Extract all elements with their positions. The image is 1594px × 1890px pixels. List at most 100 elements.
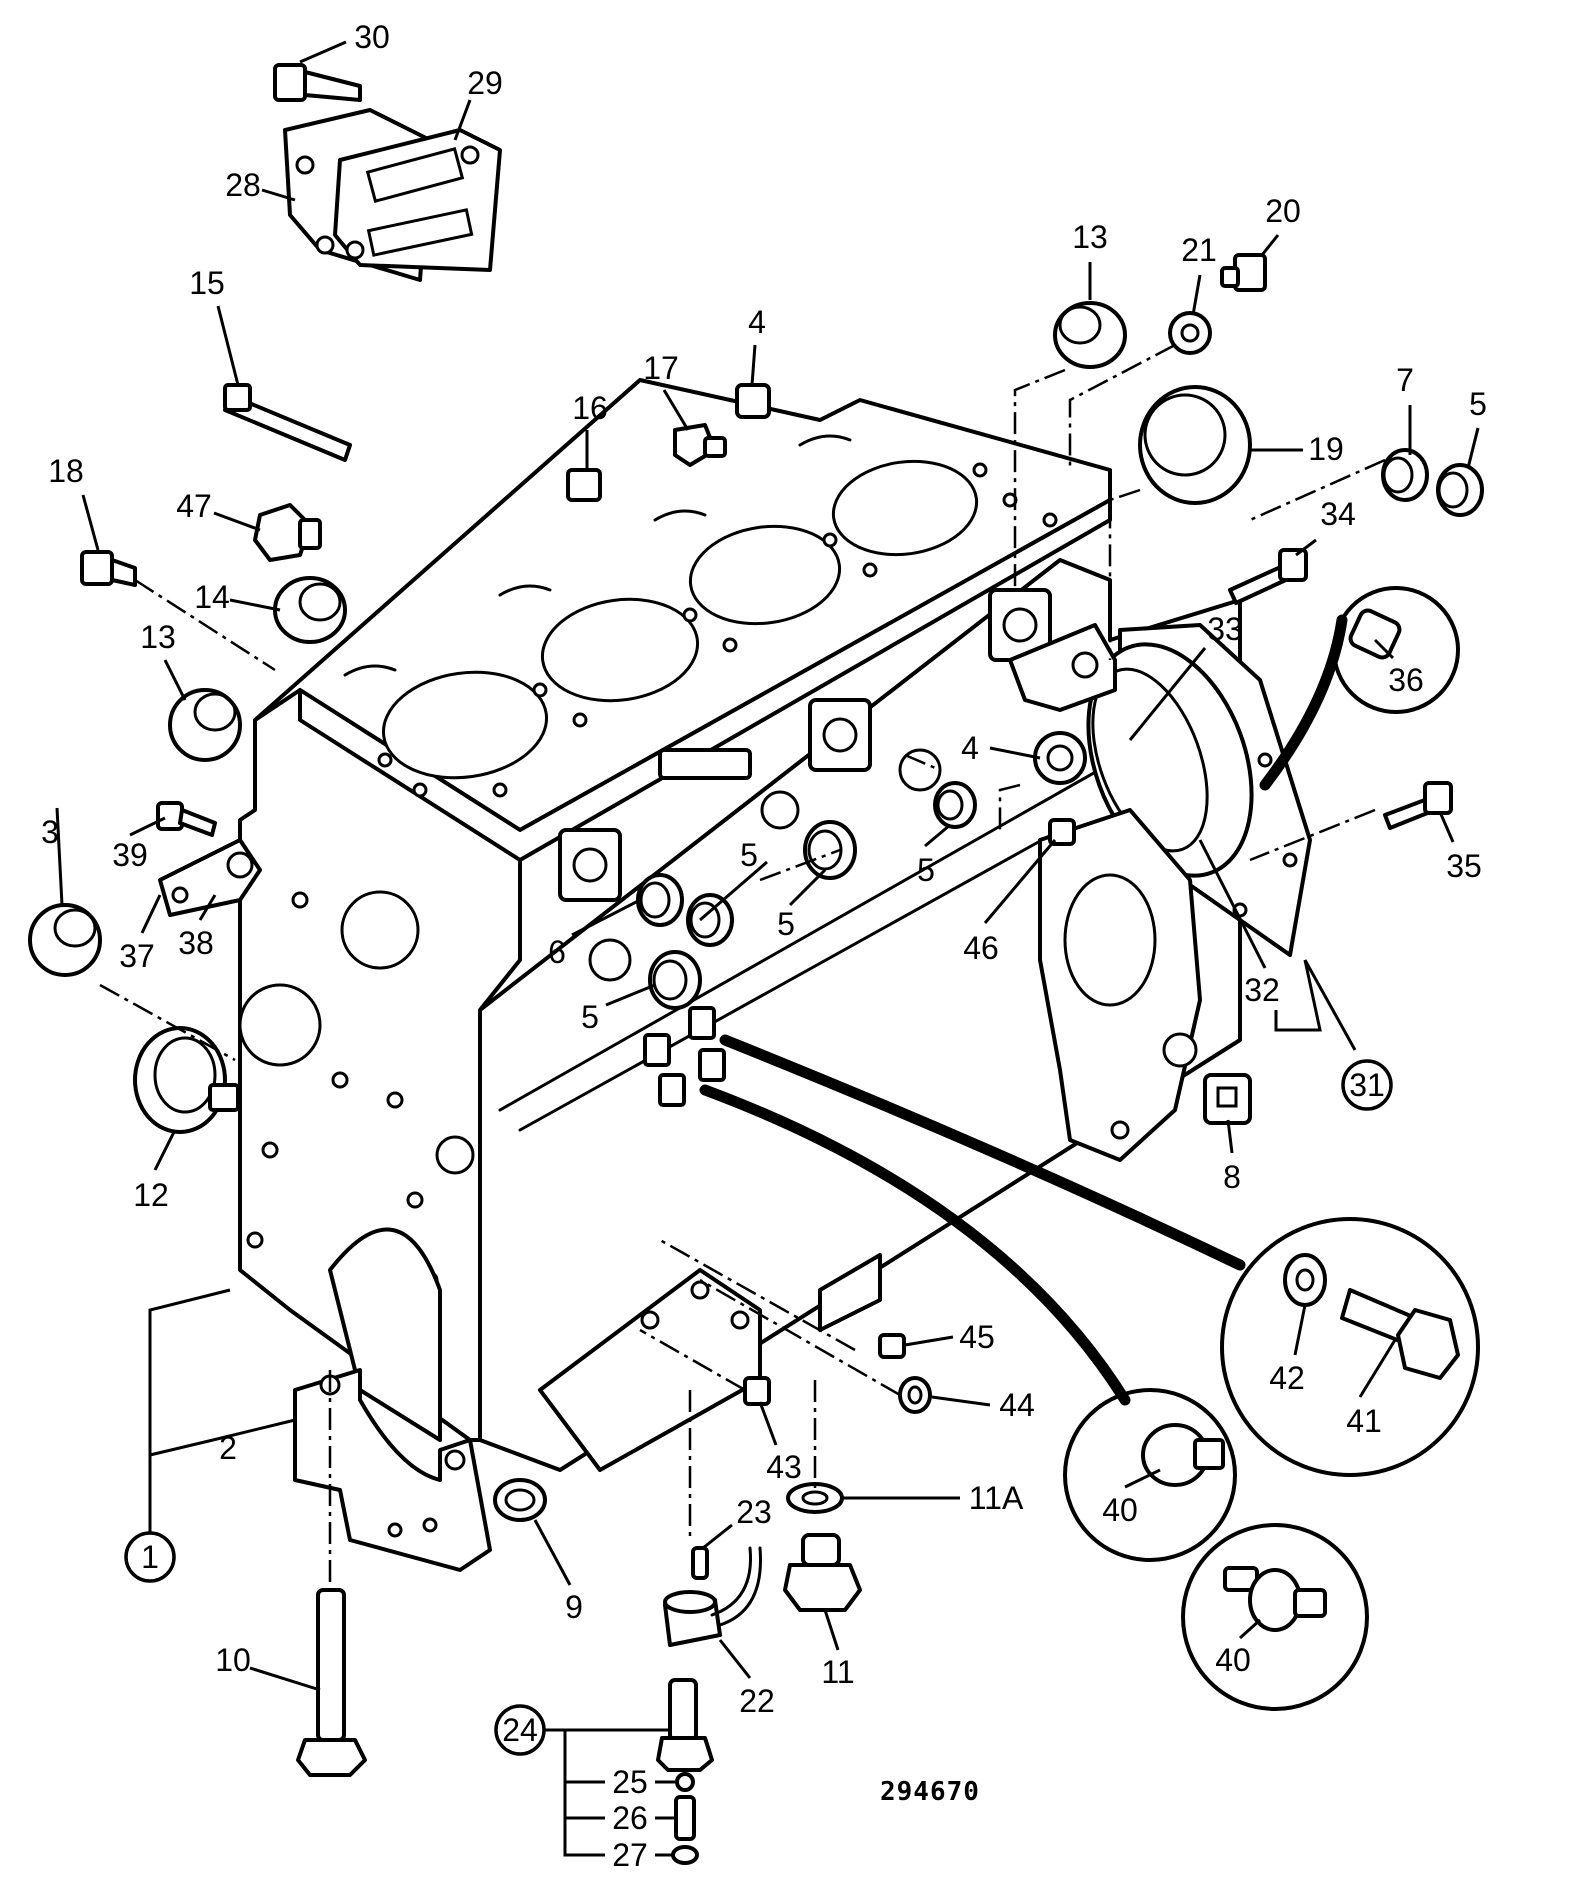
callout-c42: 42 (1269, 1360, 1305, 1396)
callout-number: 41 (1346, 1403, 1382, 1439)
callout-c35: 35 (1446, 848, 1482, 884)
callout-c28: 28 (225, 167, 261, 203)
detail-41-42 (1220, 1217, 1480, 1477)
callout-number: 30 (354, 19, 390, 55)
callout-number: 4 (748, 304, 766, 340)
callout-c5b: 5 (740, 837, 758, 873)
callout-c14: 14 (194, 579, 230, 615)
bolt-30 (273, 63, 362, 102)
callout-c32: 32 (1244, 972, 1280, 1008)
callout-c19: 19 (1308, 431, 1344, 467)
bolt-18 (80, 550, 137, 587)
callout-circle (494, 1704, 546, 1756)
dowels (643, 1006, 726, 1107)
callout-c46: 46 (963, 930, 999, 966)
callout-c34: 34 (1320, 496, 1356, 532)
callout-c45: 45 (959, 1319, 995, 1355)
callout-c13b: 13 (140, 619, 176, 655)
callout-number: 15 (189, 265, 225, 301)
callout-number: 28 (225, 167, 261, 203)
callout-number: 11A (969, 1480, 1024, 1516)
callout-number: 7 (1396, 362, 1414, 398)
callout-c41: 41 (1346, 1403, 1382, 1439)
leader-lines (55, 40, 1480, 1857)
callout-circle (124, 1531, 176, 1583)
callout-c5a: 5 (1469, 386, 1487, 422)
callout-number: 43 (766, 1449, 802, 1485)
callout-c5d: 5 (917, 852, 935, 888)
callout-c33: 33 (1207, 611, 1243, 647)
callout-c18: 18 (48, 453, 84, 489)
callout-number: 47 (176, 488, 212, 524)
callout-number: 8 (1223, 1159, 1241, 1195)
callout-number: 32 (1244, 972, 1280, 1008)
callout-number: 27 (612, 1837, 648, 1873)
callout-c40a: 40 (1102, 1492, 1138, 1528)
plug-4-top (735, 383, 771, 419)
callout-number: 46 (963, 930, 999, 966)
callout-c11: 11 (821, 1654, 854, 1690)
callout-c36: 36 (1388, 662, 1424, 698)
callout-c43: 43 (766, 1449, 802, 1485)
callout-number: 5 (777, 906, 795, 942)
callout-number: 17 (643, 350, 679, 386)
callout-number: 5 (740, 837, 758, 873)
callout-number: 40 (1215, 1642, 1251, 1678)
callout-number: 16 (572, 390, 608, 426)
callout-c3: 3 (41, 814, 59, 850)
bolt-34 (1228, 548, 1308, 605)
callout-number: 33 (1207, 611, 1243, 647)
callout-number: 10 (215, 1642, 251, 1678)
washer-11a (786, 1482, 844, 1514)
callout-number: 4 (961, 730, 979, 766)
callout-c5e: 5 (581, 999, 599, 1035)
gasket-plate-37-38 (158, 838, 262, 917)
callout-c24: 24 (494, 1704, 546, 1756)
callout-c4b: 4 (961, 730, 979, 766)
plug-17 (673, 423, 727, 467)
callout-c6: 6 (548, 934, 566, 970)
bolt-39 (156, 801, 217, 837)
callout-c15: 15 (189, 265, 225, 301)
core-plug-13-left (168, 688, 242, 762)
core-plug-13-right (1053, 301, 1127, 369)
plug-16 (566, 468, 602, 502)
callout-number: 11 (821, 1654, 854, 1690)
stud-15 (223, 383, 352, 462)
callout-c7: 7 (1396, 362, 1414, 398)
plug-4-right (1033, 731, 1087, 785)
callout-number: 18 (48, 453, 84, 489)
bolt-10 (296, 1588, 367, 1777)
deck-holes (377, 462, 1058, 798)
callout-c17: 17 (643, 350, 679, 386)
callout-c8: 8 (1223, 1159, 1241, 1195)
plug-45 (878, 1333, 906, 1359)
callout-c13a: 13 (1072, 219, 1108, 255)
callout-number: 24 (502, 1712, 538, 1748)
callout-c9: 9 (565, 1589, 583, 1625)
callout-number: 20 (1265, 193, 1301, 229)
callout-number: 25 (612, 1764, 648, 1800)
pin-23 (691, 1546, 709, 1580)
callout-c25: 25 (612, 1764, 648, 1800)
plug-20 (1220, 253, 1267, 292)
callout-c30: 30 (354, 19, 390, 55)
callout-number: 44 (999, 1387, 1035, 1423)
callout-c11a: 11A (969, 1480, 1024, 1516)
flywheel-housing (1038, 808, 1202, 1162)
callout-number: 36 (1388, 662, 1424, 698)
washer-21 (1168, 311, 1212, 355)
plug-46 (1048, 818, 1076, 846)
callout-c39: 39 (112, 837, 148, 873)
sleeves-5 (636, 781, 977, 1010)
callout-circle (1341, 1059, 1393, 1111)
callout-number: 37 (119, 938, 155, 974)
callout-number: 5 (917, 852, 935, 888)
callout-number: 19 (1308, 431, 1344, 467)
core-plug-19 (1138, 385, 1252, 505)
callout-c5c: 5 (777, 906, 795, 942)
relief-valve-24 (656, 1678, 714, 1865)
callout-number: 29 (467, 65, 503, 101)
callout-number: 1 (141, 1539, 159, 1575)
